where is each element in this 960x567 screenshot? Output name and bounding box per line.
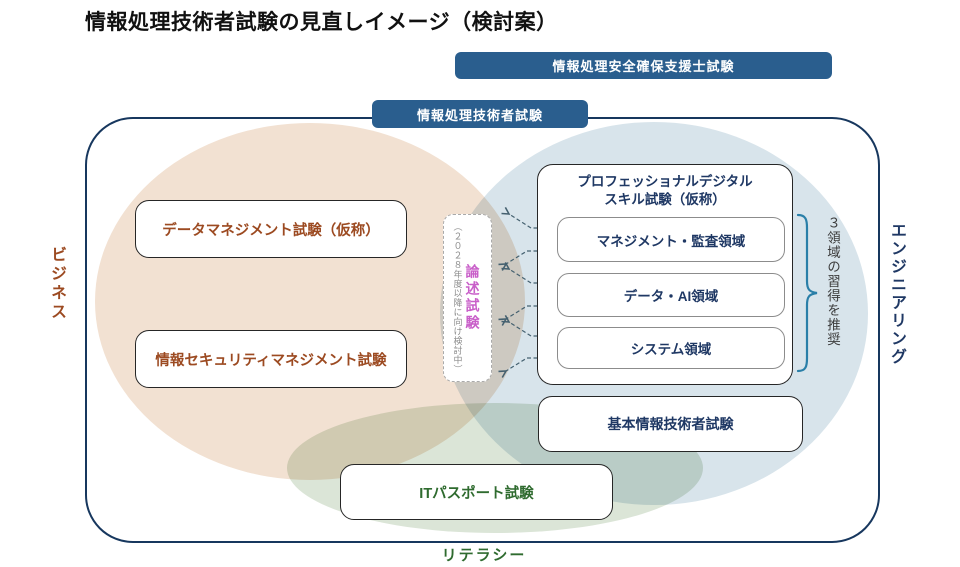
page-title: 情報処理技術者試験の見直しイメージ（検討案） <box>85 11 558 34</box>
domain-management-audit-label: マネジメント・監査領域 <box>596 233 746 249</box>
professional-digital-skill-exam-title: プロフェッショナルデジタル スキル試験（仮称） <box>538 165 792 208</box>
banner-security-specialist-exam: 情報処理安全確保支援士試験 <box>455 52 832 79</box>
data-management-exam-label: データマネジメント試験（仮称） <box>162 222 380 239</box>
professional-title-line2: スキル試験（仮称） <box>604 191 726 207</box>
essay-exam-dashed-box: （２０２８年度以降に向け検討中） 論述試験 <box>443 214 492 382</box>
box-it-passport-exam: ITパスポート試験 <box>340 464 613 520</box>
essay-exam-label: 論述試験 <box>464 264 481 332</box>
banner-it-engineers-exam: 情報処理技術者試験 <box>372 100 588 128</box>
essay-exam-note: （２０２８年度以降に向け検討中） <box>452 222 463 374</box>
box-security-management-exam: 情報セキュリティマネジメント試験 <box>135 330 407 388</box>
box-fundamental-it-engineer-exam: 基本情報技術者試験 <box>538 396 803 452</box>
banner-security-specialist-label: 情報処理安全確保支援士試験 <box>552 59 735 74</box>
three-domains-recommendation-note: ３領域の習得を推奨 <box>825 216 840 347</box>
security-management-exam-label: 情報セキュリティマネジメント試験 <box>155 352 387 369</box>
domain-box-data-ai: データ・AI領域 <box>557 273 785 317</box>
domain-box-system: システム領域 <box>557 327 785 369</box>
domain-box-management-audit: マネジメント・監査領域 <box>557 217 785 262</box>
domain-data-ai-label: データ・AI領域 <box>623 289 719 304</box>
domain-system-label: システム領域 <box>630 342 712 357</box>
professional-title-line1: プロフェッショナルデジタル <box>577 174 753 189</box>
axis-label-business: ビジネス <box>48 246 65 322</box>
box-data-management-exam: データマネジメント試験（仮称） <box>135 200 407 258</box>
it-passport-exam-label: ITパスポート試験 <box>419 485 534 502</box>
banner-it-engineers-label: 情報処理技術者試験 <box>416 107 543 123</box>
axis-label-engineering: エンジニアリング <box>888 222 905 366</box>
axis-label-literacy: リテラシー <box>441 547 527 564</box>
fundamental-it-engineer-exam-label: 基本情報技術者試験 <box>607 416 734 432</box>
